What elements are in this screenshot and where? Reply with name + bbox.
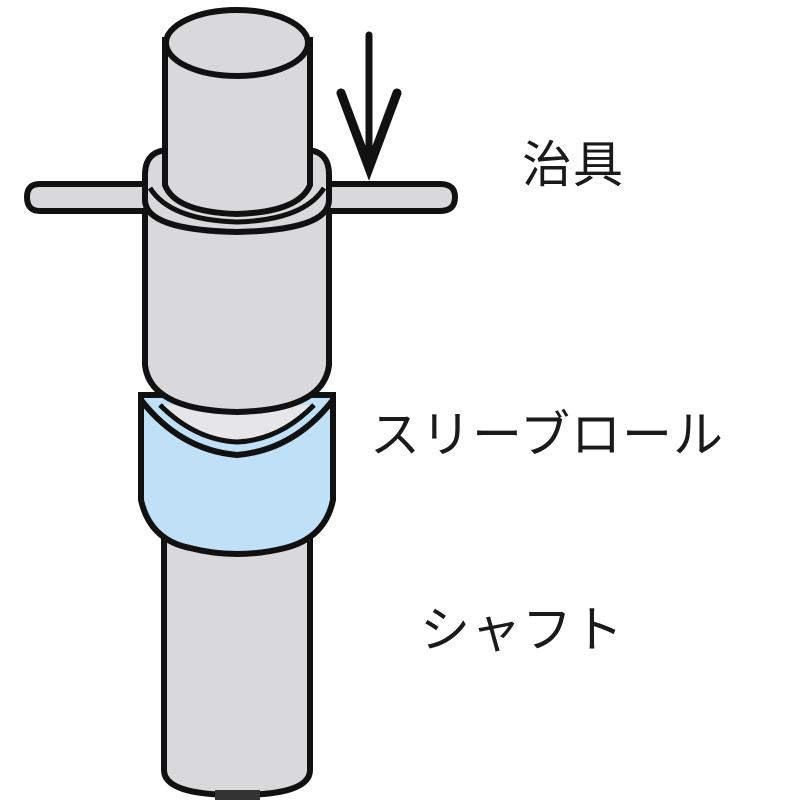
jig-plunger	[162, 7, 313, 218]
sleeve-roll-part	[138, 392, 336, 557]
shaft-label: シャフト	[420, 601, 624, 659]
shaft-part	[161, 517, 313, 800]
jig-handle-bar	[23, 181, 459, 214]
jig-label: 治具	[522, 136, 624, 194]
down-arrow-icon	[336, 31, 402, 181]
three-roll-label: スリーブロール	[370, 406, 724, 464]
jig-body	[142, 197, 332, 416]
